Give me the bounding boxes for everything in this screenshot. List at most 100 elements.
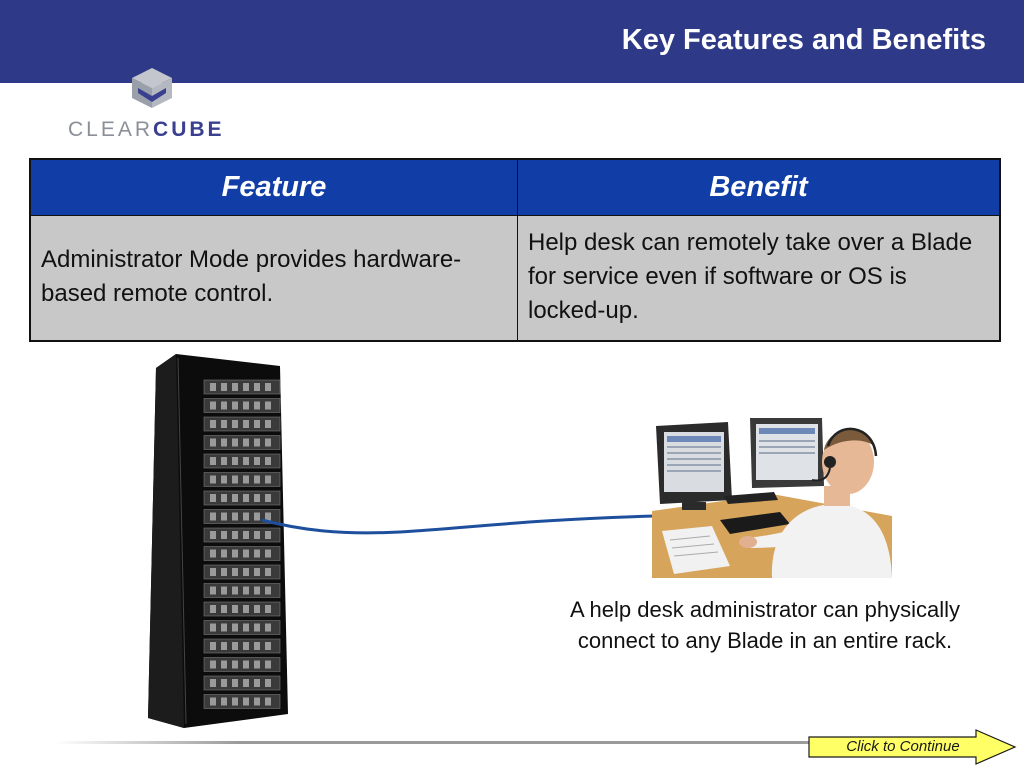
blade-vent: [210, 420, 216, 428]
blade-vent: [210, 697, 216, 706]
blade-vent: [265, 438, 271, 447]
blade-vent: [243, 383, 249, 391]
blade-vent: [254, 475, 260, 484]
blade-vent: [221, 420, 227, 428]
slide-title: Key Features and Benefits: [621, 24, 986, 56]
blade-vent: [210, 512, 216, 521]
table-row: Administrator Mode provides hardware-bas…: [29, 215, 1001, 342]
blade-vent: [243, 475, 249, 484]
blade-vent: [210, 494, 216, 502]
blade-vent: [221, 383, 227, 391]
click-to-continue-button[interactable]: Click to Continue: [808, 729, 1018, 765]
blade-vent: [221, 660, 227, 669]
blade-vent: [232, 697, 238, 706]
blade-vent: [210, 457, 216, 465]
blade-vent: [232, 475, 238, 484]
table-header-row: Feature Benefit: [29, 158, 1001, 216]
blade-vent: [243, 401, 249, 410]
slide-header: Key Features and Benefits: [0, 0, 1024, 83]
blade-vent: [243, 549, 249, 558]
help-desk-operator-photo: [652, 416, 892, 578]
blade-vent: [265, 401, 271, 410]
server-rack-image: [148, 354, 288, 728]
blade-vent: [221, 457, 227, 465]
arrow-right-icon: [808, 729, 1017, 765]
blade-vent: [210, 679, 216, 687]
blade-vent: [254, 549, 260, 558]
clearcube-cube-icon: [132, 68, 172, 108]
blade-vent: [254, 494, 260, 502]
blade-vent: [254, 401, 260, 410]
blade-vent: [254, 586, 260, 595]
blade-vent: [221, 438, 227, 447]
blade-vent: [243, 623, 249, 632]
blade-vent: [265, 494, 271, 502]
blade-vent: [232, 549, 238, 558]
blade-vent: [210, 642, 216, 650]
footer-divider: [55, 741, 985, 744]
blade-vent: [221, 605, 227, 613]
blade-vent: [232, 586, 238, 595]
illustration-caption: A help desk administrator can physically…: [569, 597, 961, 653]
blade-vent: [232, 568, 238, 576]
blade-vent: [243, 642, 249, 650]
blade-vent: [221, 494, 227, 502]
blade-vent: [221, 623, 227, 632]
blade-vent: [243, 605, 249, 613]
blade-vent: [221, 549, 227, 558]
blade-vent: [254, 512, 260, 521]
blade-vent: [254, 679, 260, 687]
blade-vent: [254, 605, 260, 613]
blade-vent: [254, 531, 260, 539]
logo-wordmark: CLEARCUBE: [68, 118, 225, 141]
blade-vent: [232, 642, 238, 650]
blade-vent: [265, 531, 271, 539]
blade-vent: [221, 512, 227, 521]
blade-vent: [254, 438, 260, 447]
blade-vent: [254, 642, 260, 650]
blade-vent: [232, 420, 238, 428]
blade-vent: [265, 568, 271, 576]
feature-cell: Administrator Mode provides hardware-bas…: [29, 215, 518, 342]
blade-vent: [232, 383, 238, 391]
blade-vent: [243, 438, 249, 447]
blade-vent: [232, 605, 238, 613]
blade-vent: [232, 512, 238, 521]
blade-vent: [265, 549, 271, 558]
continue-label: Click to Continue: [846, 738, 960, 755]
blade-vent: [210, 549, 216, 558]
blade-vent: [243, 457, 249, 465]
blade-vent: [221, 679, 227, 687]
blade-vent: [254, 660, 260, 669]
blade-vent: [232, 401, 238, 410]
benefit-cell: Help desk can remotely take over a Blade…: [517, 215, 1001, 342]
blade-vent: [254, 697, 260, 706]
blade-vent: [243, 679, 249, 687]
blade-vent: [265, 475, 271, 484]
column-header-feature: Feature: [29, 158, 518, 216]
blade-vent: [232, 531, 238, 539]
blade-vent: [243, 586, 249, 595]
blade-vent: [243, 512, 249, 521]
blade-vent: [265, 586, 271, 595]
clearcube-logo: CLEARCUBE: [64, 60, 264, 146]
blade-vent: [210, 660, 216, 669]
blade-vent: [232, 623, 238, 632]
blade-vent: [232, 660, 238, 669]
blade-vent: [265, 512, 271, 521]
blade-vent: [221, 697, 227, 706]
blade-vent: [210, 383, 216, 391]
blade-vent: [243, 420, 249, 428]
blade-vent: [232, 457, 238, 465]
blade-vent: [243, 660, 249, 669]
blade-vent: [265, 679, 271, 687]
blade-vent: [254, 568, 260, 576]
blade-vent: [265, 420, 271, 428]
blade-vent: [265, 383, 271, 391]
blade-vent: [254, 420, 260, 428]
features-table: Feature Benefit Administrator Mode provi…: [29, 158, 1001, 342]
blade-vent: [265, 660, 271, 669]
blade-vent: [232, 438, 238, 447]
blade-vent: [243, 531, 249, 539]
blade-vent: [265, 642, 271, 650]
